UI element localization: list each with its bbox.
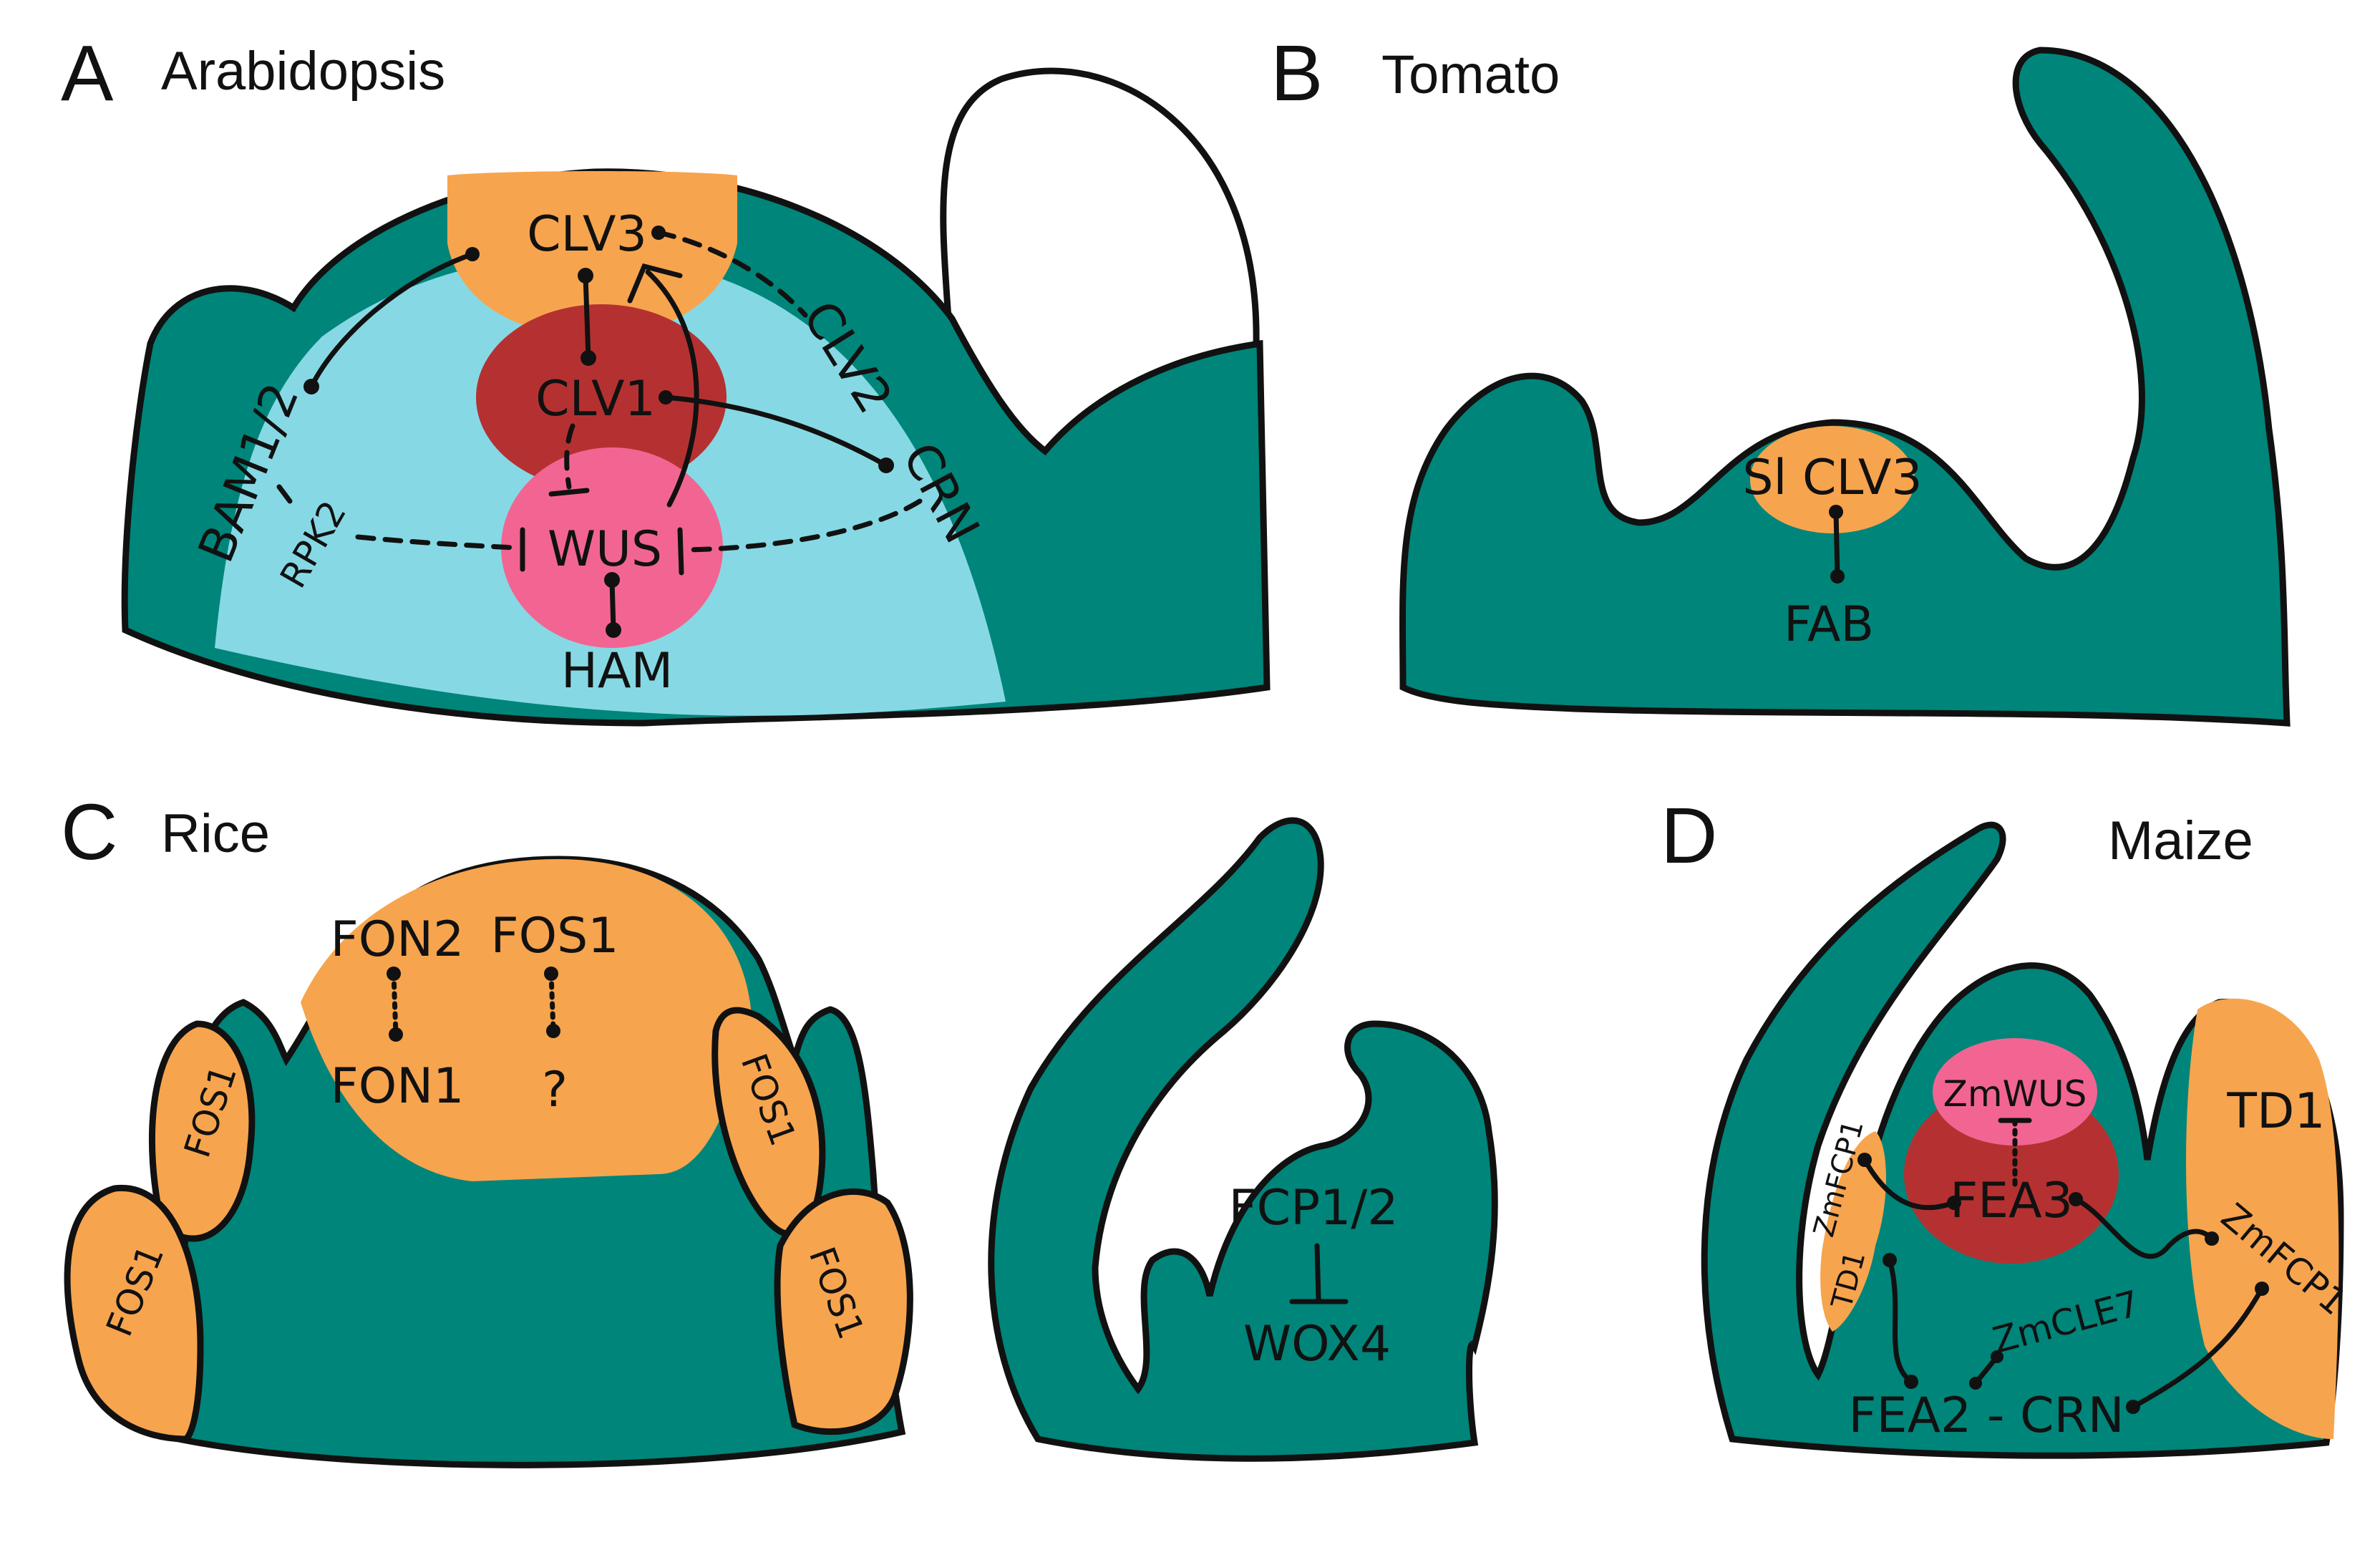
td1-right-dot (2255, 1282, 2269, 1296)
label-td1-right: TD1 (2226, 1083, 2325, 1140)
zmfcp1-right-dot (2205, 1231, 2219, 1246)
label-question: ? (542, 1062, 568, 1118)
rice-fon-domain (301, 859, 752, 1181)
td1-left-dot (1883, 1253, 1897, 1267)
rice-fos1-right-lower (774, 1188, 913, 1435)
zmcle7-dot (1991, 1350, 2003, 1363)
fon2-fon1-dot-end (389, 1027, 403, 1042)
wus-clv3-arrow (645, 269, 699, 508)
label-fon2: FON2 (331, 911, 465, 968)
maize-td1-left-domain (1820, 1131, 1886, 1332)
panel-c-letter: C (61, 788, 117, 876)
panel-a-species: Arabidopsis (161, 41, 445, 102)
crn-wus-dashed (684, 498, 923, 553)
ham-wus-dot-start (604, 572, 620, 588)
wus-domain (501, 447, 723, 648)
panel-c: C Rice FON2 FOS1 FON1 ? FOS1 FOS1 FOS1 F… (61, 788, 1498, 1468)
label-slclv3: Sl CLV3 (1742, 450, 1922, 506)
clv3-clv1-dot-end (581, 350, 596, 366)
zmwus-domain (1933, 1038, 2097, 1146)
panel-d-letter: D (1661, 792, 1717, 880)
label-fos1-top: FOS1 (490, 908, 618, 964)
label-clv1: CLV1 (535, 371, 656, 427)
tomato-meristem-tissue (1399, 47, 2291, 727)
clv3-clv1-line (583, 273, 591, 361)
fos1-question-dotted (548, 971, 556, 1034)
clv3-clv2-dashed (656, 230, 808, 318)
label-fea2-crn: FEA2 - CRN (1848, 1387, 2124, 1444)
clv3-bam-line (309, 251, 475, 389)
label-fcp: FCP1/2 (1228, 1180, 1398, 1236)
rpk2-wus-dashed (355, 534, 518, 551)
label-fon1: FON1 (331, 1058, 465, 1115)
panel-b: B Tomato Sl CLV3 FAB (1271, 29, 2291, 727)
zmfcp1-left-dot (1857, 1153, 1872, 1167)
fos1-question-dot-end (546, 1024, 560, 1038)
panel-d-species: Maize (2108, 810, 2253, 871)
ham-wus-dot-end (606, 622, 621, 638)
fos1-question-dot-start (544, 967, 558, 981)
td1-left-fea2-line (1887, 1257, 1914, 1385)
clv1-crn-line (663, 394, 889, 468)
fea3-left-dot (1947, 1196, 1961, 1210)
ham-wus-line (609, 577, 616, 633)
clv3-clv1-dot-start (578, 268, 593, 284)
fea2-left-dot (1904, 1375, 1918, 1389)
clv1-domain (476, 304, 727, 490)
panel-a-letter: A (61, 29, 114, 117)
label-ham: HAM (561, 643, 673, 699)
label-zmwus: ZmWUS (1943, 1073, 2087, 1115)
crn-dot (2126, 1400, 2140, 1414)
fcp-wox4-inhibit (1314, 1243, 1321, 1302)
slclv3-fab-dot-end (1830, 569, 1845, 583)
fea2-cle7-dot (1969, 1377, 1982, 1390)
clv3-bam-dot-end (303, 379, 319, 394)
panel-d: D Maize ZmWUS FEA3 TD1 TD1 ZmFCP1 Z (1661, 792, 2354, 1459)
panel-a: A Arabidopsis (61, 29, 1271, 727)
rice-fos1-right-upper (711, 1007, 826, 1237)
wus-clv3-arrowhead (627, 263, 683, 304)
label-wox4: WOX4 (1243, 1316, 1391, 1372)
clv1-wus-inhibit-bar (548, 488, 590, 497)
crn-wus-inhibit-bar (677, 527, 684, 576)
rice-fos1-left-lower (64, 1184, 204, 1443)
label-fea3: FEA3 (1950, 1173, 2073, 1229)
panel-c-species: Rice (161, 803, 270, 864)
maize-td1-right-domain (2185, 998, 2339, 1439)
fea3-zmfcp1-right-line (2073, 1196, 2215, 1259)
rice-fos1-left-upper (148, 1020, 256, 1242)
zmfcp1-left-fea3-line (1862, 1157, 1957, 1211)
label-clv3: CLV3 (527, 206, 647, 263)
fon2-fon1-dotted (391, 971, 399, 1037)
label-fab: FAB (1784, 596, 1874, 653)
clv1-crn-dot-start (659, 390, 673, 405)
fon2-fon1-dot-start (387, 967, 401, 981)
rice-vegetative-meristem-tissue (988, 817, 1498, 1462)
bam-rpk2-inhibit (276, 484, 293, 504)
slclv3-fab-line (1833, 509, 1840, 579)
sl-clv3-domain (1750, 426, 1915, 533)
clv1-crn-dot-end (878, 457, 894, 473)
td1-right-crn-line (2130, 1286, 2265, 1410)
panel-b-species: Tomato (1381, 44, 1560, 105)
slclv3-fab-dot-start (1829, 505, 1843, 519)
clv1-wus-dashed-inhibit (564, 423, 575, 490)
fea3-right-dot (2069, 1192, 2083, 1206)
clv3-bam-dot-start (465, 247, 480, 261)
clv3-clv2-dot (651, 226, 666, 240)
panel-b-letter: B (1271, 29, 1323, 117)
label-wus: WUS (548, 521, 662, 578)
